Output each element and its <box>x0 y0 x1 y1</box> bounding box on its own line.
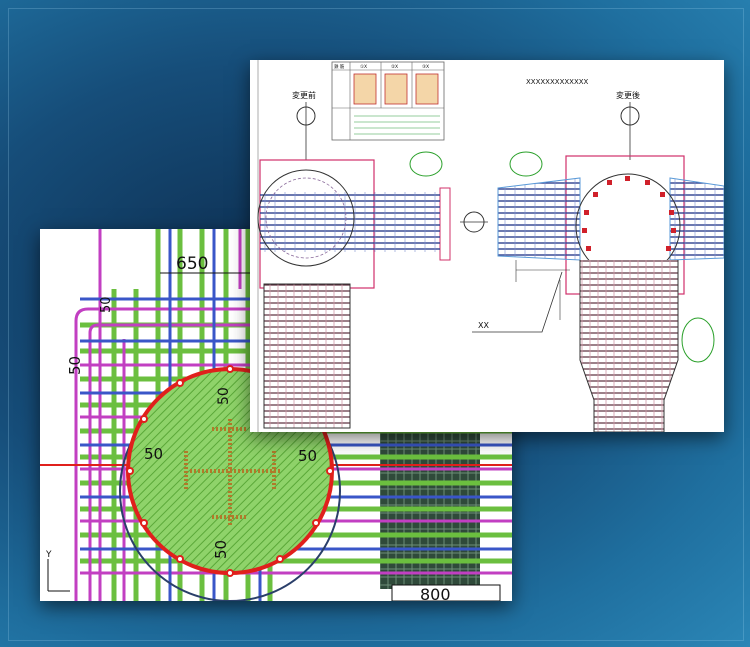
after-column-rebar <box>579 260 679 432</box>
back-drawing-sheet: XXXXXXXXXXXXX 鉄 筋 ①X ②X ③X 変更前 変更後 <box>250 60 724 432</box>
green-ellipse-label-mid <box>509 151 543 177</box>
axis-label: Y <box>45 550 52 560</box>
drawing-title-code: XXXXXXXXXXXXX <box>526 78 589 86</box>
dimension-center-top: 50 <box>216 387 232 405</box>
dimension-top: 650 <box>176 254 208 274</box>
dimension-left-upper: 50 <box>99 296 114 313</box>
dimension-center-left: 50 <box>144 445 163 463</box>
before-pile-circle <box>257 169 355 267</box>
back-drawing-canvas: XXXXXXXXXXXXX 鉄 筋 ①X ②X ③X 変更前 変更後 <box>257 60 724 432</box>
background-frame-border <box>8 8 744 641</box>
after-right-rebar-band <box>669 177 724 261</box>
dimension-bottom-right: 800 <box>420 585 451 601</box>
dimension-center-right: 50 <box>298 447 317 465</box>
callout-leader-line <box>472 271 563 333</box>
label-after: 変更後 <box>616 90 640 100</box>
rebar-table: 鉄 筋 ①X ②X ③X <box>331 61 445 141</box>
after-left-rebar-band <box>497 177 581 261</box>
table-header-1: ①X <box>360 64 367 70</box>
after-dimension-lines <box>515 260 570 320</box>
table-header-2: ②X <box>391 64 398 70</box>
green-ellipse-label-right <box>681 317 715 363</box>
before-column-rebar <box>263 283 351 429</box>
dimension-center-bottom: 50 <box>212 540 230 559</box>
table-header-3: ③X <box>422 64 429 70</box>
dimension-box <box>391 584 501 601</box>
label-before: 変更前 <box>292 90 316 100</box>
callout-label: XX <box>478 321 489 330</box>
dimension-left: 50 <box>66 356 84 375</box>
table-header-0: 鉄 筋 <box>334 63 345 70</box>
green-ellipse-label-left <box>409 151 443 177</box>
before-blue-rebar-band <box>260 192 440 252</box>
center-cross-bars <box>184 419 280 525</box>
